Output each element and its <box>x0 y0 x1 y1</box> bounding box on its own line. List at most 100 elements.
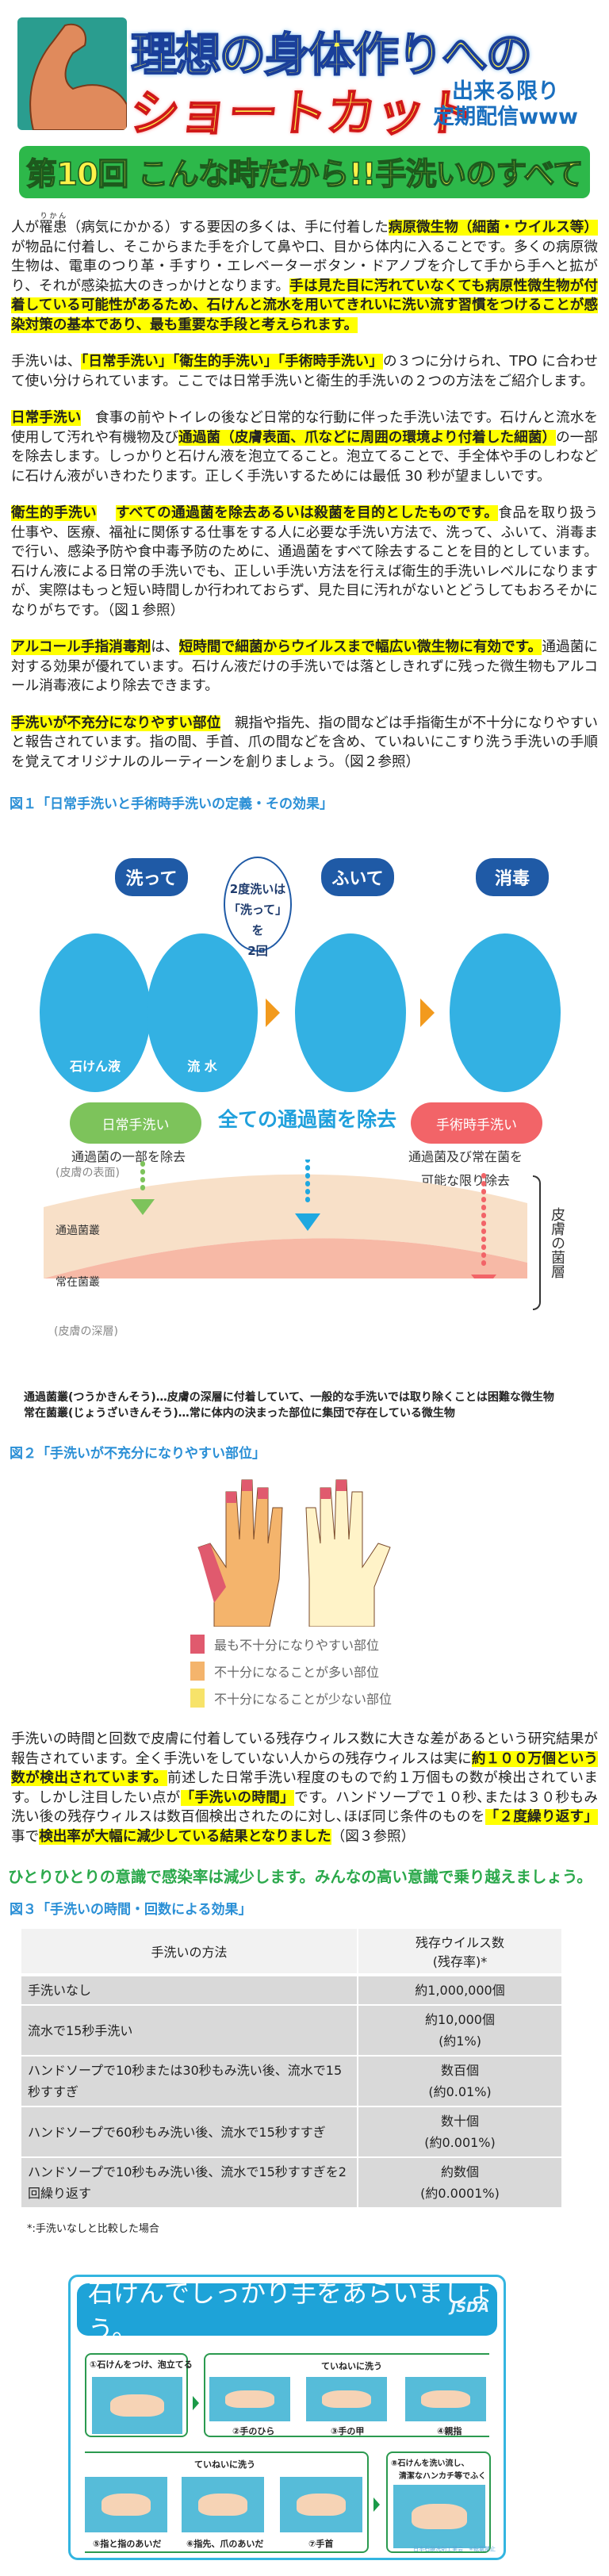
paragraph: 日常手洗い 食事の前やトイレの後など日常的な行動に伴った手洗い法です。石けんと流… <box>0 408 609 486</box>
virus-rate: (約0.001%) <box>424 2135 496 2150</box>
text-segment <box>97 505 116 521</box>
table-row: 手洗いなし約1,000,000個 <box>21 1975 563 2006</box>
step3-picture <box>306 2377 387 2421</box>
handwash-effect-table: 手洗いの方法 残存ウイルス数(残存率)* 手洗いなし約1,000,000個流水で… <box>21 1929 563 2209</box>
figure2-title: 図２「手洗いが不充分になりやすい部位」 <box>10 1446 266 1462</box>
step4-label: ④親指 <box>437 2426 462 2436</box>
page-header: 理想の身体作りへの ショートカット 出来る限り 定期配信www <box>0 0 609 143</box>
text-segment: 罹患りかん <box>39 213 67 236</box>
soap-label: 石けん液 <box>69 1059 121 1074</box>
bubble-line: 「洗って」を <box>228 903 288 937</box>
legend-label: 不十分になることが多い部位 <box>214 1665 380 1680</box>
transient-layer-label: 通過菌叢 <box>56 1225 100 1237</box>
highlighted-text: 短時間で細菌からウイルスまで幅広い微生物に有効です。 <box>178 639 542 655</box>
col-virus-line: 残存ウイルス数 <box>415 1935 504 1950</box>
legend-item: 最も不十分になりやすい部位 <box>190 1635 392 1654</box>
skin-deep-label: (皮膚の深層) <box>54 1325 118 1338</box>
method-cell: ハンドソープで10秒もみ洗い後、流水で15秒すすぎを2回繰り返す <box>21 2157 358 2209</box>
steps2-4-box: ていねいに洗う ②手のひら ③手の甲 ④親指 <box>204 2353 489 2437</box>
highlighted-text: 「２度繰り返す」 <box>485 1809 598 1825</box>
subtitle-line1: 出来る限り <box>452 79 559 104</box>
paragraph: 手洗いの時間と回数で皮膚に付着している残存ウィルス数に大きな差があるという研究結… <box>0 1730 609 1846</box>
figure2: 最も不十分になりやすい部位 不十分になることが多い部位 不十分になることが少ない… <box>0 1468 609 1730</box>
highlighted-text: 「手洗いの時間」 <box>180 1789 295 1806</box>
highlighted-text: 手洗いが不充分になりやすい部位 <box>11 715 221 731</box>
note-transient: 通過菌叢(つうかきんそう)…皮膚の深層に付着していて、一般的な手洗いでは取り除く… <box>24 1391 554 1404</box>
note-resident: 常在菌叢(じょうざいきんそう)…常に体内の決まった部位に集団で存在している微生物 <box>24 1407 455 1420</box>
text-segment: 手洗いの時間と回数で皮膚に付着している残存ウィルス数に大きな差があるという研究結… <box>11 1731 598 1767</box>
step8-label: ⑧石けんを洗い流し、 <box>391 2459 469 2468</box>
step5-picture <box>85 2477 167 2532</box>
text-segment: 通過菌に対する効果が優れています。石けん液だけの手洗いでは落としきれずに残った微… <box>11 639 598 694</box>
bubble-line: 2度洗いは <box>229 882 286 896</box>
method-cell: 流水で15秒手洗い <box>21 2005 358 2057</box>
soap-circle: 石けん液 <box>40 933 151 1092</box>
virus-count: 約1,000,000個 <box>415 1983 505 1998</box>
arrow-right-icon <box>193 2396 199 2410</box>
poster-title-bar: 石けんでしっかり手をあらいましょう。JSDA <box>77 2278 497 2344</box>
water-label: 流 水 <box>187 1059 217 1074</box>
legend-item: 不十分になることが多い部位 <box>190 1662 392 1681</box>
brace <box>533 1175 541 1310</box>
jsda-logo: JSDA <box>450 2299 489 2316</box>
red-arrowhead <box>471 1275 496 1278</box>
table-row: ハンドソープで60秒もみ洗い後、流水で15秒すすぎ 数十個 (約0.001%) <box>21 2106 563 2158</box>
text-segment: 親指や指先、指の間などは手指衛生が不十分になりやすいと報告されています。指の間、… <box>11 715 598 770</box>
method-cell: ハンドソープで10秒または30秒もみ洗い後、流水で15秒すすぎ <box>21 2056 358 2107</box>
skin-layers-lower: 常在菌叢 (皮膚の深層) 皮膚の菌層 <box>8 1175 601 1390</box>
steps5-7-box: ていねいに洗う ⑤指と指のあいだ ⑥指先、爪のあいだ ⑦手首 <box>85 2451 369 2553</box>
legend-label: 不十分になることが少ない部位 <box>214 1692 393 1707</box>
surgical-effect-line: 通過菌及び常在菌を <box>408 1149 523 1164</box>
virus-count: 数十個 <box>440 2114 479 2129</box>
flexed-arm-logo <box>17 17 127 130</box>
text-segment: 食品を取り扱う仕事や、医療、福祉に関係する仕事をする人に必要な手洗い方法で、洗っ… <box>11 505 598 619</box>
text-segment: の３つに分けられ、TPO に合わせて使い分けられています。ここでは日常手洗いと衛… <box>11 354 598 389</box>
virus-count: 約数個 <box>440 2164 479 2179</box>
virus-cell: 約1,000,000個 <box>358 1975 563 2006</box>
group-label: ていねいに洗う <box>194 2459 255 2470</box>
step8-box: ⑧石けんを洗い流し、 清潔なハンカチ等でふく <box>386 2451 491 2553</box>
text-segment: が物品に付着し、そこからまた手を介して鼻や口、目から体内に入ることです。多くの病… <box>11 239 598 294</box>
highlighted-text: 「日常手洗い」「衛生的手洗い」「手術時手洗い」 <box>81 354 383 370</box>
step1-picture <box>92 2377 182 2434</box>
highlighted-text: 通過菌（皮膚表面、爪などに周囲の環境より付着した細菌） <box>178 429 557 446</box>
virus-rate: (約0.0001%) <box>420 2186 500 2201</box>
virus-cell: 約数個 (約0.0001%) <box>358 2157 563 2209</box>
legend-swatch <box>190 1662 205 1681</box>
arrow-right-icon <box>420 999 435 1027</box>
surgical-effect-line: 可能な限り除去 <box>421 1173 511 1188</box>
col-method: 手洗いの方法 <box>21 1929 358 1976</box>
highlighted-text: すべての通過菌を除去あるいは殺菌を目的としたものです。 <box>116 505 499 521</box>
step6-label: ⑥指先、爪のあいだ <box>186 2539 264 2549</box>
step2-label: ②手のひら <box>232 2426 275 2436</box>
text-segment: 事で <box>11 1828 40 1845</box>
slogan: ひとりひとりの意識で感染率は減少します。みんなの高い意識で乗り越えましょう。 <box>8 1868 592 1886</box>
paragraph: アルコール手指消毒剤は、短時間で細菌からウイルスまで幅広い微生物に有効です。通過… <box>0 638 609 696</box>
resident-layer-label: 常在菌叢 <box>56 1276 100 1289</box>
step5-label: ⑤指と指のあいだ <box>93 2539 162 2549</box>
surgical-wash-pill: 手術時手洗い <box>411 1102 542 1144</box>
virus-cell: 約10,000個(約1%) <box>358 2005 563 2057</box>
disinfect-circle <box>450 933 561 1092</box>
virus-cell: 数十個 (約0.001%) <box>358 2106 563 2158</box>
arrow-right-icon <box>373 2497 380 2512</box>
step4-picture <box>405 2377 486 2421</box>
poster-credit: 日本石鹸洗剤工業会 ※転載禁止 <box>413 2546 496 2552</box>
text-segment: 前述した日常手洗い程度のもので約１万個もの数が検出されています。しかし注目したい… <box>11 1770 598 1806</box>
method-cell: ハンドソープで60秒もみ洗い後、流水で15秒すすぎ <box>21 2106 358 2158</box>
step6-picture <box>182 2477 264 2532</box>
col-virus: 残存ウイルス数(残存率)* <box>358 1929 563 1976</box>
table-footnote: *:手洗いなしと比較した場合 <box>27 2223 159 2235</box>
paragraph: 人が罹患りかん（病気にかかる）する要因の多くは、手に付着した病原微生物（細菌・ウ… <box>0 213 609 335</box>
blue-arrowhead <box>295 1213 320 1231</box>
text-segment: です。ハンドソープで１０秒､または３０秒もみ洗い後の残存ウィルスは数百個検出され… <box>11 1789 598 1826</box>
step2-picture <box>209 2377 290 2421</box>
surgical-effect: 通過菌及び常在菌を可能な限り除去 <box>408 1145 523 1193</box>
header-title-line1: 理想の身体作りへの <box>130 27 533 82</box>
figure1-title: 図１「日常手洗いと手術時手洗いの定義・その効果」 <box>10 796 333 812</box>
skin-surface-label: (皮膚の表面) <box>56 1167 120 1179</box>
text-segment: 手洗いは、 <box>11 354 82 370</box>
all-removal-label: 全ての通過菌を除去 <box>218 1108 397 1131</box>
ruby-base: 罹患 <box>39 220 67 236</box>
skin-layers-diagram <box>44 1160 527 1278</box>
